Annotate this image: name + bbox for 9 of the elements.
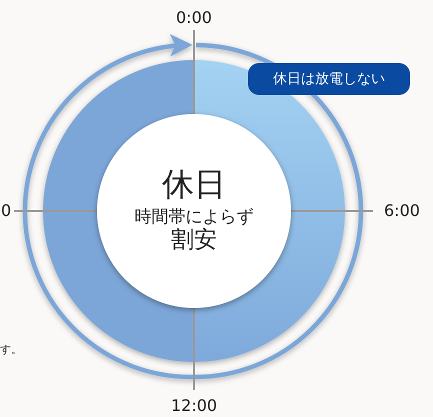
time-label: 0 bbox=[1, 203, 12, 219]
body-text: 割安 bbox=[171, 226, 217, 255]
time-label: 12:00 bbox=[171, 398, 218, 414]
body-text: 時間帯によらず bbox=[134, 206, 254, 227]
time-label: 6:00 bbox=[384, 203, 420, 219]
note-text: す。 bbox=[0, 344, 22, 354]
note-badge: 休日は放電しない bbox=[248, 63, 410, 95]
time-label: 0:00 bbox=[176, 10, 212, 26]
heading-text: 休日 bbox=[162, 167, 226, 203]
